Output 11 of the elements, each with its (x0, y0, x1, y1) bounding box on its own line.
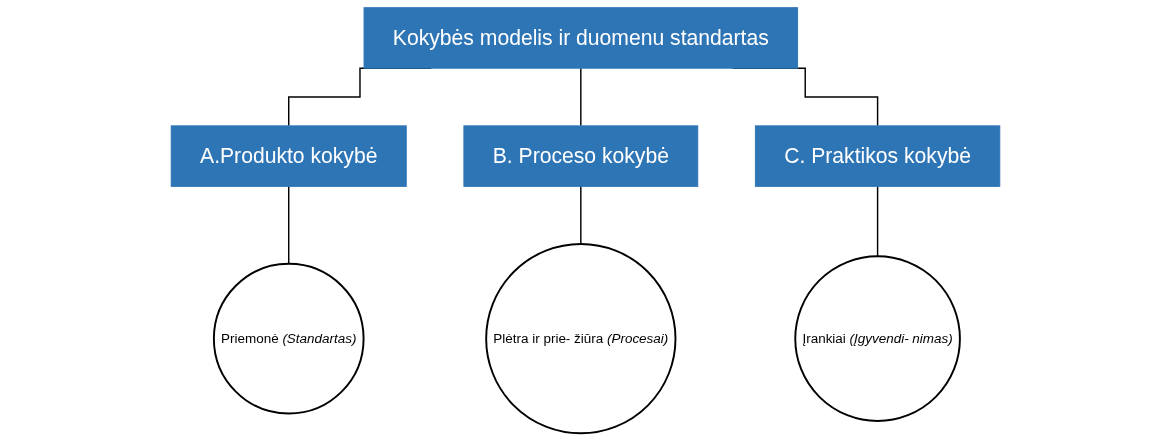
node-box: Kokybės modelis ir duomenu standartas (363, 7, 799, 69)
node-box: C. Praktikos kokybė (754, 125, 1001, 187)
connector (580, 185, 582, 245)
node-circle: Priemonė (Standartas) (212, 262, 365, 415)
node-box: A.Produkto kokybė (170, 125, 407, 187)
connector (580, 67, 582, 127)
connector (288, 185, 290, 265)
node-box: B. Proceso kokybė (463, 125, 699, 187)
node-circle: Įrankiai (Įgyvendi- nimas) (794, 255, 961, 422)
connector (876, 185, 879, 258)
node-circle: Plėtra ir prie- žiūra (Procesai) (485, 243, 677, 435)
